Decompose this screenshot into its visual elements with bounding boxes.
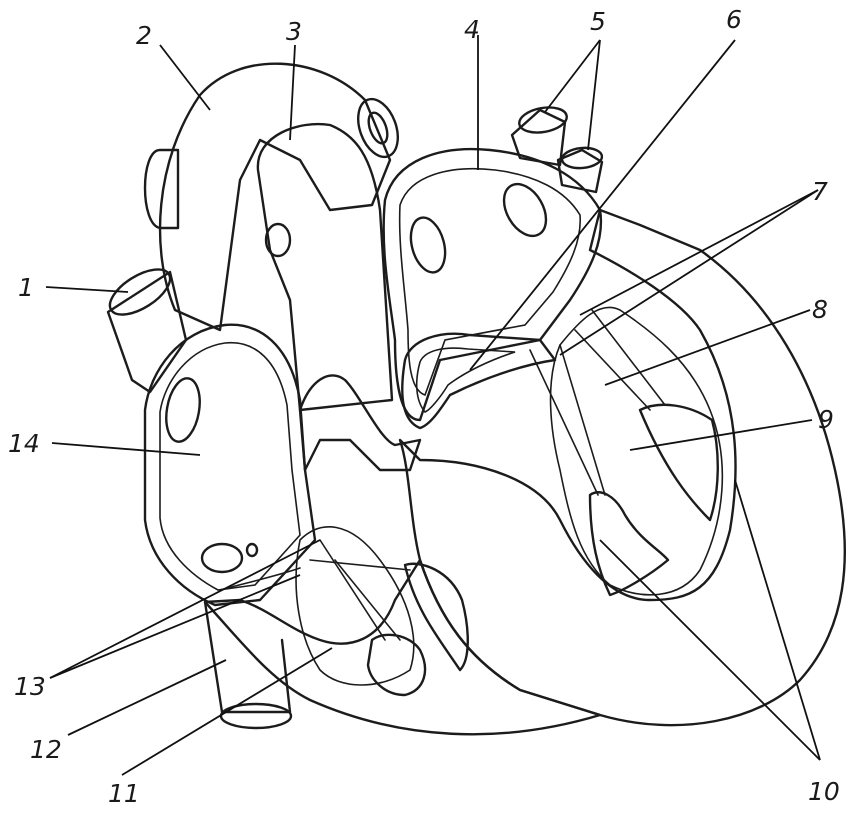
label-7: 7 bbox=[812, 177, 828, 206]
label-9: 9 bbox=[818, 405, 834, 434]
label-10: 10 bbox=[808, 777, 840, 806]
label-3: 3 bbox=[286, 17, 302, 46]
right-atrium bbox=[145, 325, 315, 605]
pulmonary-trunk bbox=[258, 124, 392, 410]
septum-and-valves bbox=[300, 334, 555, 470]
label-4: 4 bbox=[464, 15, 480, 44]
right-ventricle-wall bbox=[205, 560, 600, 734]
label-13: 13 bbox=[14, 672, 46, 701]
label-6: 6 bbox=[726, 5, 742, 34]
label-5: 5 bbox=[590, 7, 606, 36]
pulmonary-veins bbox=[512, 104, 603, 192]
label-2: 2 bbox=[136, 21, 152, 50]
inferior-vena-cava bbox=[205, 602, 291, 728]
label-1: 1 bbox=[18, 273, 34, 302]
aortic-arch bbox=[145, 64, 405, 330]
label-11: 11 bbox=[108, 779, 140, 808]
label-12: 12 bbox=[30, 735, 62, 764]
superior-vena-cava bbox=[103, 260, 186, 392]
label-14: 14 bbox=[8, 429, 40, 458]
label-8: 8 bbox=[812, 295, 828, 324]
left-ventricle bbox=[551, 307, 723, 595]
